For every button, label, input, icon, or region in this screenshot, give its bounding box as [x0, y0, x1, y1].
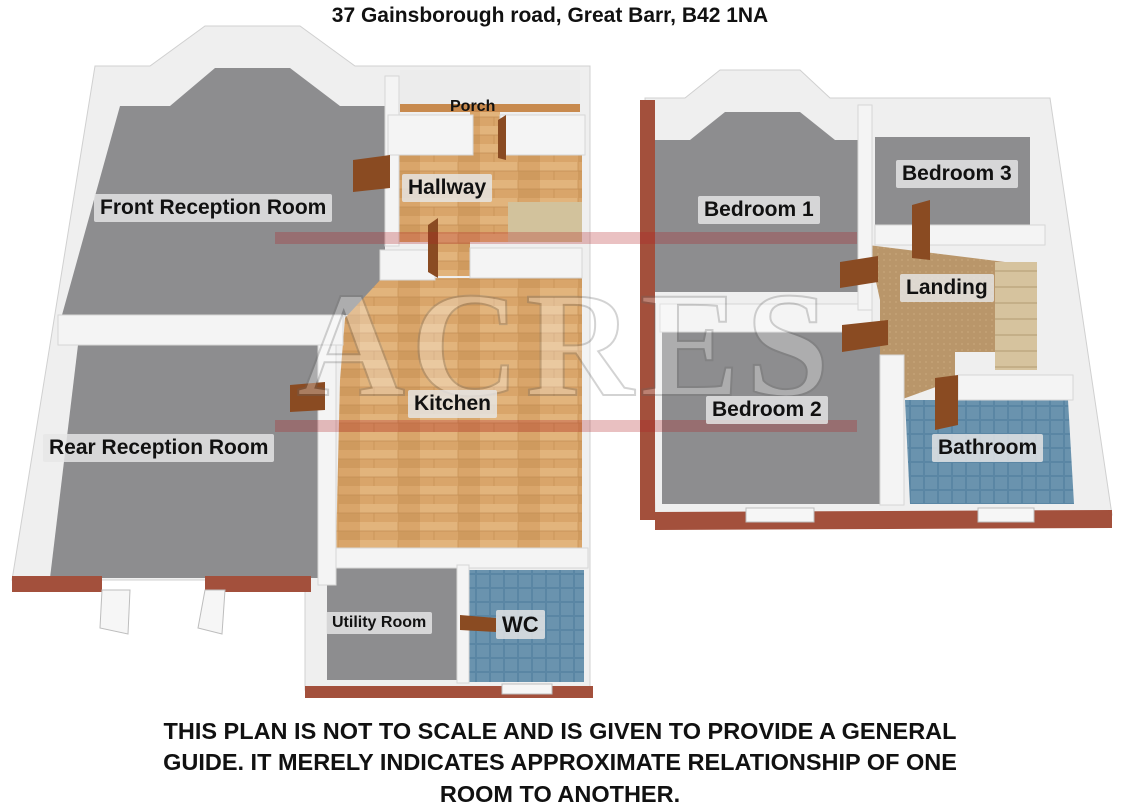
label-porch: Porch: [450, 98, 496, 115]
door-bathroom: [935, 375, 958, 430]
brick-footing: [655, 510, 1112, 530]
label-rear-reception: Rear Reception Room: [43, 434, 275, 463]
first-wall: [879, 354, 905, 506]
label-landing: Landing: [900, 274, 994, 303]
porch-strip: [400, 104, 580, 112]
door-rear-reception: [290, 382, 325, 412]
first-wall: [874, 224, 1046, 246]
disclaimer-line: GUIDE. IT MERELY INDICATES APPROXIMATE R…: [163, 749, 957, 776]
floor-plan: ACRES: [11, 25, 1113, 698]
brick-footing: [205, 576, 311, 592]
door-porch: [498, 115, 506, 160]
door-hall-kitchen: [428, 218, 438, 278]
hallway-corridor: [470, 112, 500, 157]
label-front-reception: Front Reception Room: [94, 194, 333, 223]
ground-wall: [317, 547, 589, 569]
patio-door: [99, 589, 131, 635]
porch-floor: [400, 70, 580, 110]
ground-wall: [499, 114, 586, 156]
label-bedroom-3: Bedroom 3: [896, 160, 1018, 189]
first-wall: [659, 303, 873, 333]
door-bedroom3: [912, 200, 930, 260]
door-front-reception: [353, 155, 390, 192]
label-utility-room: Utility Room: [326, 612, 433, 635]
door-bedroom2: [842, 320, 888, 352]
label-hallway: Hallway: [402, 174, 493, 203]
label-bedroom-2: Bedroom 2: [706, 396, 828, 425]
first-wall: [957, 374, 1074, 401]
disclaimer-line: ROOM TO ANOTHER.: [439, 780, 681, 807]
hallway-stairs: [508, 202, 582, 242]
landing-stairs: [995, 262, 1037, 370]
label-bedroom-1: Bedroom 1: [698, 196, 820, 225]
patio-door: [197, 589, 226, 635]
door-bedroom1: [840, 256, 878, 288]
disclaimer: THIS PLAN IS NOT TO SCALE AND IS GIVEN T…: [40, 716, 1080, 810]
wc-window: [501, 683, 553, 695]
ground-wall: [387, 114, 474, 156]
label-wc: WC: [496, 610, 545, 640]
window: [745, 507, 815, 523]
ground-wall: [379, 249, 436, 281]
plan-title: 37 Gainsborough road, Great Barr, B42 1N…: [331, 4, 769, 27]
label-kitchen: Kitchen: [408, 390, 498, 419]
brick-footing: [640, 100, 655, 520]
disclaimer-line: THIS PLAN IS NOT TO SCALE AND IS GIVEN T…: [163, 718, 957, 744]
brick-footing: [12, 576, 102, 592]
ground-wall: [469, 247, 583, 279]
front-reception-floor: [62, 68, 385, 315]
label-bathroom: Bathroom: [932, 434, 1044, 463]
window: [977, 507, 1035, 523]
ground-wall: [57, 314, 344, 346]
door-wc: [460, 615, 496, 632]
